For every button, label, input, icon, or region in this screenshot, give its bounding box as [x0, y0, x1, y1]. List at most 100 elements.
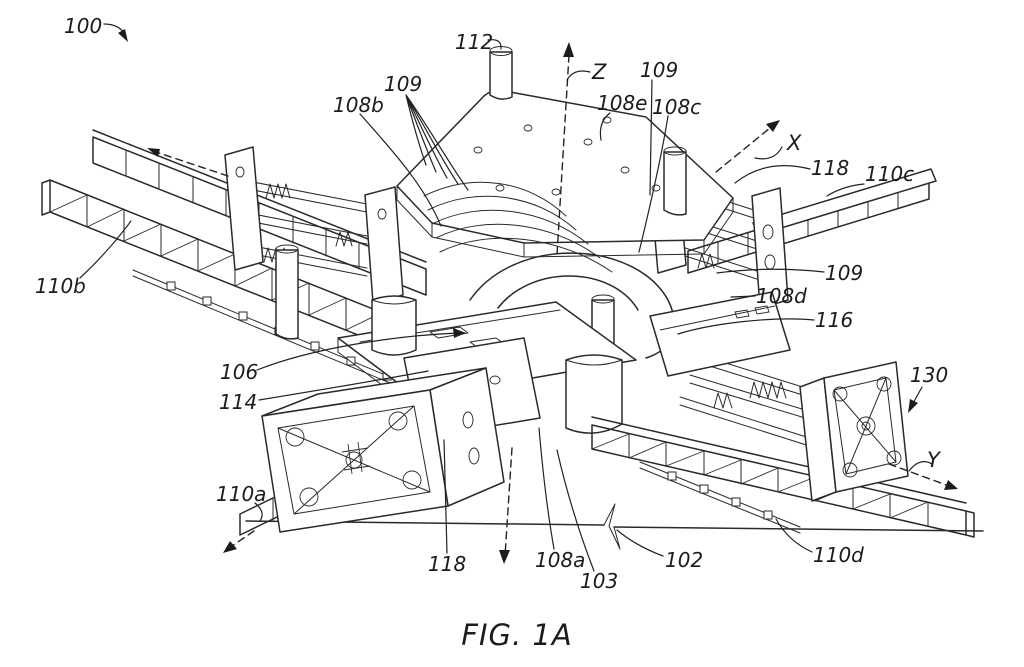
front-left-platen	[261, 337, 541, 533]
leader-108d	[730, 295, 756, 298]
clamp-bracket-116	[649, 291, 791, 377]
ref-label-108a: 108a	[535, 548, 585, 572]
clamp-left-plates	[224, 146, 404, 304]
ref-label-106: 106	[220, 360, 258, 384]
front-left-face-holes	[285, 411, 422, 507]
cushion-top-arcs	[371, 299, 623, 366]
leader-112	[487, 39, 502, 50]
leader-lines	[79, 23, 923, 572]
ref-label-108b: 108b	[333, 93, 384, 117]
z-axis-down-arrowhead	[499, 550, 510, 564]
chain-right-line	[639, 461, 801, 534]
right-press-assembly	[649, 291, 909, 502]
leader-106-arrowhead	[453, 328, 466, 338]
z-axis-lower-dashed	[504, 447, 513, 557]
leader-108c	[638, 115, 669, 253]
ref-label-114: 114	[219, 390, 257, 414]
y-axis-arrowhead	[944, 480, 958, 490]
leader-118-upper	[734, 165, 811, 184]
leader-108a	[538, 427, 555, 550]
ref-label-103: 103	[580, 569, 618, 593]
ground-break-symbol	[603, 503, 621, 550]
clamp-left-rods	[252, 181, 368, 277]
floor-rail-chain-right	[639, 461, 801, 534]
leader-100-arrowhead	[118, 29, 128, 42]
leader-108e	[599, 112, 611, 141]
ref-label-108d: 108d	[756, 284, 807, 308]
clamp-assembly-left	[224, 146, 404, 304]
front-left-face	[261, 389, 449, 533]
chain-right-beads	[667, 471, 773, 520]
ref-label-100: 100	[64, 14, 102, 38]
figure-caption: FIG. 1A	[461, 618, 572, 652]
front-left-side-holes	[462, 411, 480, 465]
clamp-left-holes	[235, 166, 387, 220]
right-assembly-springs	[713, 381, 787, 409]
leader-109-mid	[716, 268, 825, 274]
front-left-face-pattern	[277, 405, 431, 515]
neg-x-axis-dashed	[231, 530, 255, 547]
ref-label-109-top-right: 109	[640, 58, 678, 82]
leader-110b	[79, 220, 132, 279]
rail-110d-outline	[591, 416, 975, 538]
leader-130-arrowhead	[908, 399, 918, 413]
right-assembly-rods	[679, 354, 839, 456]
ref-label-109-top-left: 109	[384, 72, 422, 96]
y-label-connector	[908, 461, 933, 472]
tube-bundle	[423, 181, 676, 359]
axis-label-x: X	[786, 131, 802, 155]
tie-post-bodies	[275, 51, 687, 377]
tube-curves	[423, 181, 613, 273]
axis-label-y: Y	[927, 448, 942, 472]
neg-x-axis-arrowhead	[223, 541, 237, 553]
leader-110d	[775, 518, 813, 553]
leader-106	[256, 332, 459, 371]
leader-109-top-left-fan	[405, 94, 469, 191]
y-axis-dashed	[888, 463, 950, 487]
x-axis-arrowhead	[766, 120, 780, 132]
rail-assembly-110d	[591, 416, 975, 538]
clamp-bracket-116-detail	[659, 305, 776, 331]
platen-bolt-holes	[473, 116, 661, 196]
coordinate-axes	[147, 42, 958, 564]
ref-label-108c: 108c	[652, 95, 701, 119]
ref-label-110d: 110d	[813, 543, 864, 567]
leader-108b	[359, 113, 442, 227]
z-axis-upper-dashed	[556, 54, 570, 256]
reference-labels: 100 112 109 108b 108e 108c 109 118 110c …	[35, 14, 948, 593]
slide-table-details	[337, 309, 561, 413]
leader-103	[556, 449, 595, 572]
ref-label-130: 130	[910, 363, 948, 387]
axis-label-z: Z	[591, 60, 607, 84]
ref-label-116: 116	[815, 308, 853, 332]
neg-y-axis-dashed	[155, 151, 229, 177]
leader-110c	[826, 183, 865, 197]
leader-118-lower	[443, 439, 448, 554]
rail-110b-braces	[49, 194, 384, 331]
platen-130-holes	[832, 376, 902, 478]
tie-post-tops	[275, 46, 687, 304]
ref-label-118-upper: 118	[811, 156, 849, 180]
ref-label-118-lower: 118	[428, 552, 466, 576]
leader-114	[258, 370, 429, 401]
leader-109-top-right	[649, 79, 653, 196]
platen-thickness	[396, 185, 734, 258]
front-left-center-serration	[341, 441, 371, 475]
x-axis-dashed	[715, 127, 771, 173]
corner-cushions	[371, 295, 623, 434]
leader-102	[616, 529, 664, 557]
clamp-right-holes	[762, 224, 776, 270]
ref-label-109-mid: 109	[825, 261, 863, 285]
ref-label-110c: 110c	[865, 162, 914, 186]
ref-label-102: 102	[665, 548, 703, 572]
x-label-connector	[754, 146, 783, 160]
leader-110a	[254, 502, 263, 522]
z-label-connector	[566, 70, 591, 81]
neg-y-axis-arrowhead	[147, 148, 160, 157]
ref-label-110b: 110b	[35, 274, 86, 298]
leader-116	[677, 318, 815, 335]
z-axis-up-arrowhead	[563, 42, 574, 57]
ref-label-108e: 108e	[597, 91, 647, 115]
